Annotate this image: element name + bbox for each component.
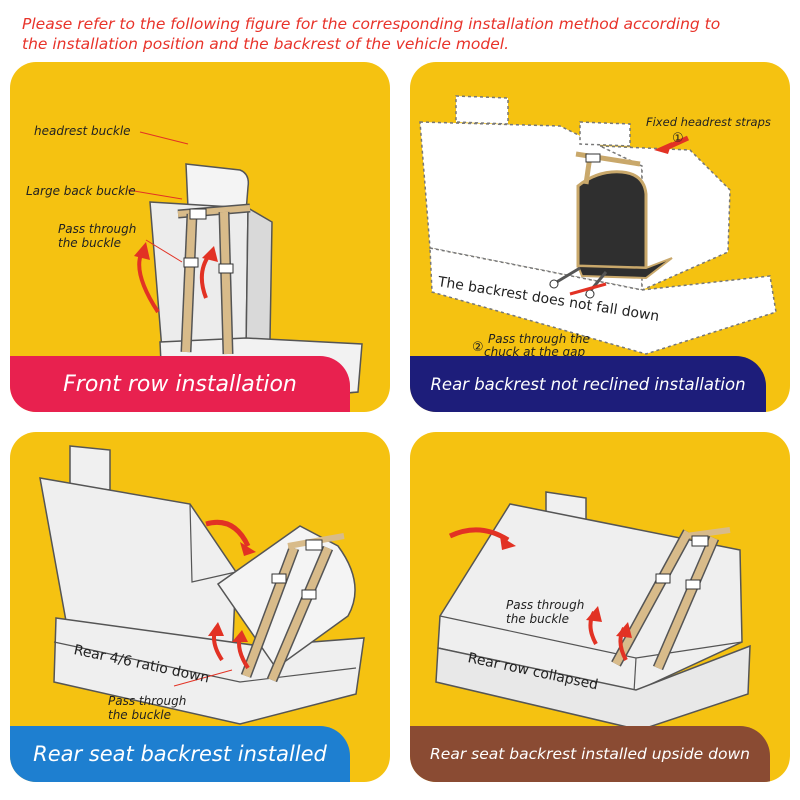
instruction-header: Please refer to the following figure for… xyxy=(22,14,792,54)
instruction-line-2: the installation position and the backre… xyxy=(22,35,510,53)
label-pass-through: Pass through xyxy=(58,222,137,236)
label-chuck-at-gap: chuck at the gap xyxy=(484,345,586,359)
title-front-row: Front row installation xyxy=(10,356,350,412)
panel-rear-not-reclined: Fixed headrest straps ① The backrest doe… xyxy=(410,62,790,412)
collapsed-rear-row-illustration xyxy=(435,491,751,731)
label-the-buckle: the buckle xyxy=(58,236,121,250)
panel-rear-backrest: Rear 4/6 ratio down Pass through the buc… xyxy=(10,432,390,782)
folded-rear-seat-illustration xyxy=(39,445,365,725)
panel-upside-down: Pass through the buckle Rear row collaps… xyxy=(410,432,790,782)
label-the-buckle: the buckle xyxy=(108,708,171,722)
panel-front-row: headrest buckle Large back buckle Pass t… xyxy=(10,62,390,412)
label-pass-through: Pass through xyxy=(506,598,585,612)
label-step-1: ① xyxy=(672,131,684,146)
title-rear-backrest: Rear seat backrest installed xyxy=(10,726,350,782)
label-step-2: ② xyxy=(472,340,484,355)
title-rear-not-reclined: Rear backrest not reclined installation xyxy=(410,356,766,412)
label-fixed-straps: Fixed headrest straps xyxy=(646,115,771,129)
label-pass-through: Pass through xyxy=(108,694,187,708)
instruction-line-1: Please refer to the following figure for… xyxy=(22,15,721,33)
label-the-buckle: the buckle xyxy=(506,612,569,626)
label-large-back-buckle: Large back buckle xyxy=(26,184,136,198)
rear-bench-illustration xyxy=(419,95,777,355)
label-pass-through-the: Pass through the xyxy=(488,332,590,346)
label-headrest-buckle: headrest buckle xyxy=(34,124,131,138)
title-upside-down: Rear seat backrest installed upside down xyxy=(410,726,770,782)
